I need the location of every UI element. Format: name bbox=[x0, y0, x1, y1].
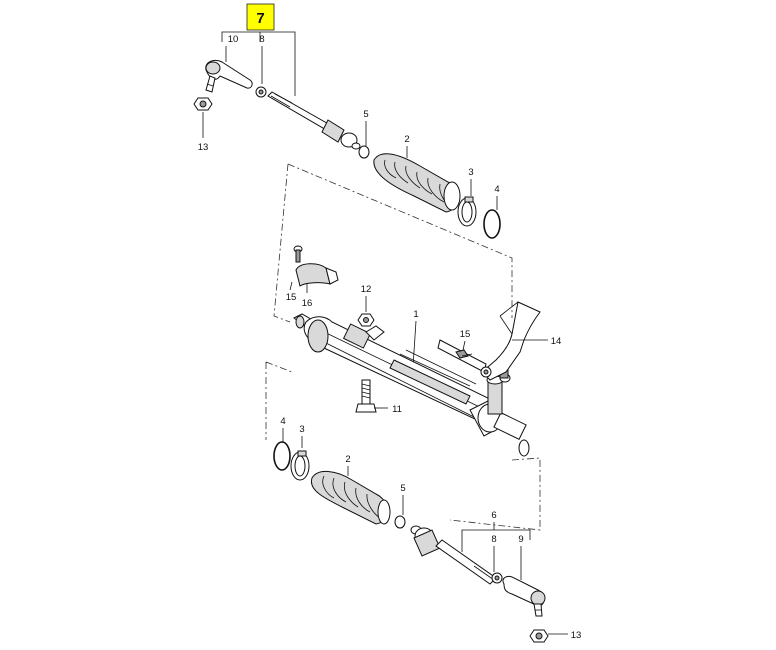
label-8-top[interactable]: 8 bbox=[259, 34, 264, 45]
ring-4-bottom[interactable] bbox=[273, 441, 291, 471]
label-3-bottom[interactable]: 3 bbox=[299, 424, 304, 435]
bracket-14[interactable] bbox=[480, 301, 541, 381]
label-3-top[interactable]: 3 bbox=[468, 167, 473, 178]
boot-2-top[interactable] bbox=[373, 153, 461, 213]
tie-rod-end-bottom[interactable] bbox=[502, 575, 546, 617]
locknut-13-bottom[interactable] bbox=[529, 629, 549, 643]
label-1[interactable]: 1 bbox=[413, 309, 418, 320]
label-8-bottom[interactable]: 8 bbox=[491, 534, 496, 545]
tie-rod-shaft-bottom[interactable] bbox=[410, 525, 497, 585]
nut-12[interactable] bbox=[357, 313, 375, 327]
bolt-11[interactable] bbox=[355, 379, 377, 413]
label-12[interactable]: 12 bbox=[361, 284, 372, 295]
ring-4-top[interactable] bbox=[483, 209, 501, 239]
dashed-frame-lower bbox=[265, 361, 541, 531]
bracket-16[interactable] bbox=[295, 263, 339, 287]
label-13-top[interactable]: 13 bbox=[198, 142, 209, 153]
label-14[interactable]: 14 bbox=[551, 336, 562, 347]
group-7-bracket bbox=[221, 31, 296, 42]
label-15-bracket[interactable]: 15 bbox=[286, 292, 297, 303]
nut-8-top[interactable] bbox=[255, 86, 267, 98]
tie-rod-end-top[interactable] bbox=[205, 59, 253, 93]
label-5-top[interactable]: 5 bbox=[363, 109, 368, 120]
bolt-15-bracket[interactable] bbox=[293, 245, 303, 263]
tie-rod-shaft-top[interactable] bbox=[267, 91, 361, 150]
label-4-top[interactable]: 4 bbox=[494, 184, 499, 195]
steering-rack-housing[interactable] bbox=[293, 313, 530, 457]
boot-2-bottom[interactable] bbox=[310, 471, 391, 525]
label-11[interactable]: 11 bbox=[392, 404, 402, 415]
label-2-bottom[interactable]: 2 bbox=[345, 454, 350, 465]
label-15-bolt[interactable]: 15 bbox=[460, 329, 471, 340]
ring-5-top[interactable] bbox=[358, 145, 370, 159]
group-7-highlight bbox=[246, 3, 275, 31]
dashed-frame-upper bbox=[273, 163, 513, 323]
label-4-bottom[interactable]: 4 bbox=[280, 416, 285, 427]
label-13-bottom[interactable]: 13 bbox=[571, 630, 582, 641]
nut-8-bottom[interactable] bbox=[491, 572, 503, 584]
clamp-3-bottom[interactable] bbox=[290, 450, 310, 481]
label-10[interactable]: 10 bbox=[228, 34, 239, 45]
label-6[interactable]: 6 bbox=[491, 510, 496, 521]
clamp-3-top[interactable] bbox=[457, 196, 477, 227]
label-7[interactable]: 7 bbox=[256, 10, 264, 27]
group-6-bracket bbox=[461, 522, 531, 540]
label-9[interactable]: 9 bbox=[518, 534, 523, 545]
ring-5-bottom[interactable] bbox=[394, 515, 406, 529]
label-16[interactable]: 16 bbox=[302, 298, 313, 309]
label-5-bottom[interactable]: 5 bbox=[400, 483, 405, 494]
locknut-13-top[interactable] bbox=[193, 97, 213, 111]
bolt-15[interactable] bbox=[455, 349, 473, 359]
label-2-top[interactable]: 2 bbox=[404, 134, 409, 145]
